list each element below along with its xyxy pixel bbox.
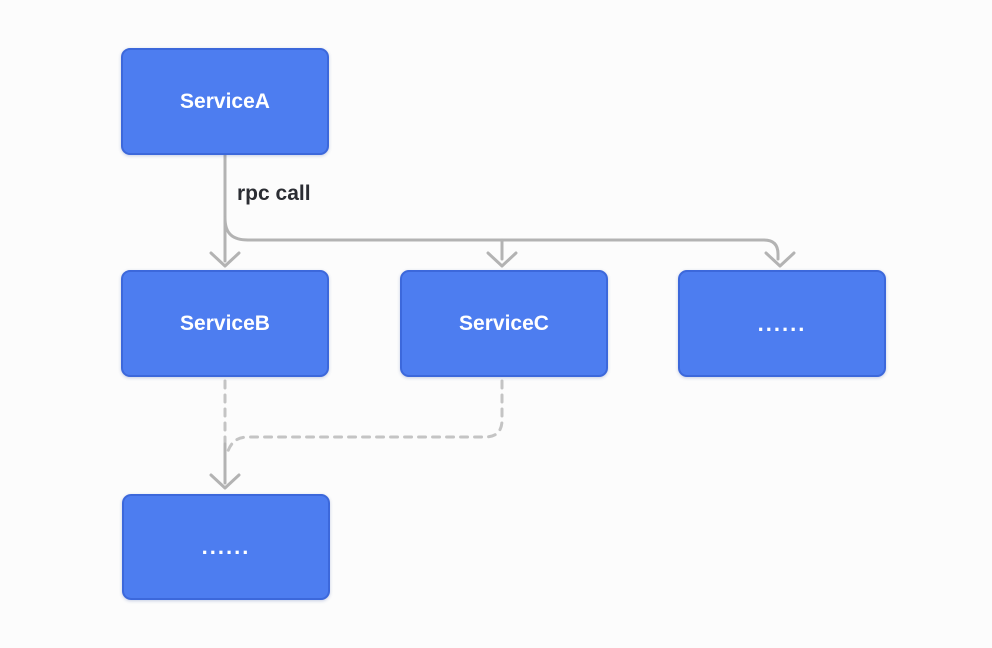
rpc-call-label: rpc call <box>237 182 311 205</box>
node-service-b: ServiceB <box>121 270 329 377</box>
node-service-a-label: ServiceA <box>180 89 270 113</box>
arrowhead-service-c <box>486 251 518 268</box>
node-downstream-more: ...... <box>122 494 330 600</box>
arrowhead-service-b <box>209 251 241 268</box>
edge-a-branch-rail <box>223 216 780 261</box>
node-service-a: ServiceA <box>121 48 329 155</box>
node-service-more-label: ...... <box>757 310 807 336</box>
node-service-c-label: ServiceC <box>459 311 549 335</box>
node-downstream-more-label: ...... <box>201 534 251 559</box>
edge-c-dashed <box>226 379 504 453</box>
node-service-more: ...... <box>678 270 886 377</box>
arrowhead-service-more <box>764 251 796 268</box>
node-service-b-label: ServiceB <box>180 311 270 335</box>
arrowhead-downstream <box>209 473 241 490</box>
node-service-c: ServiceC <box>400 270 608 377</box>
